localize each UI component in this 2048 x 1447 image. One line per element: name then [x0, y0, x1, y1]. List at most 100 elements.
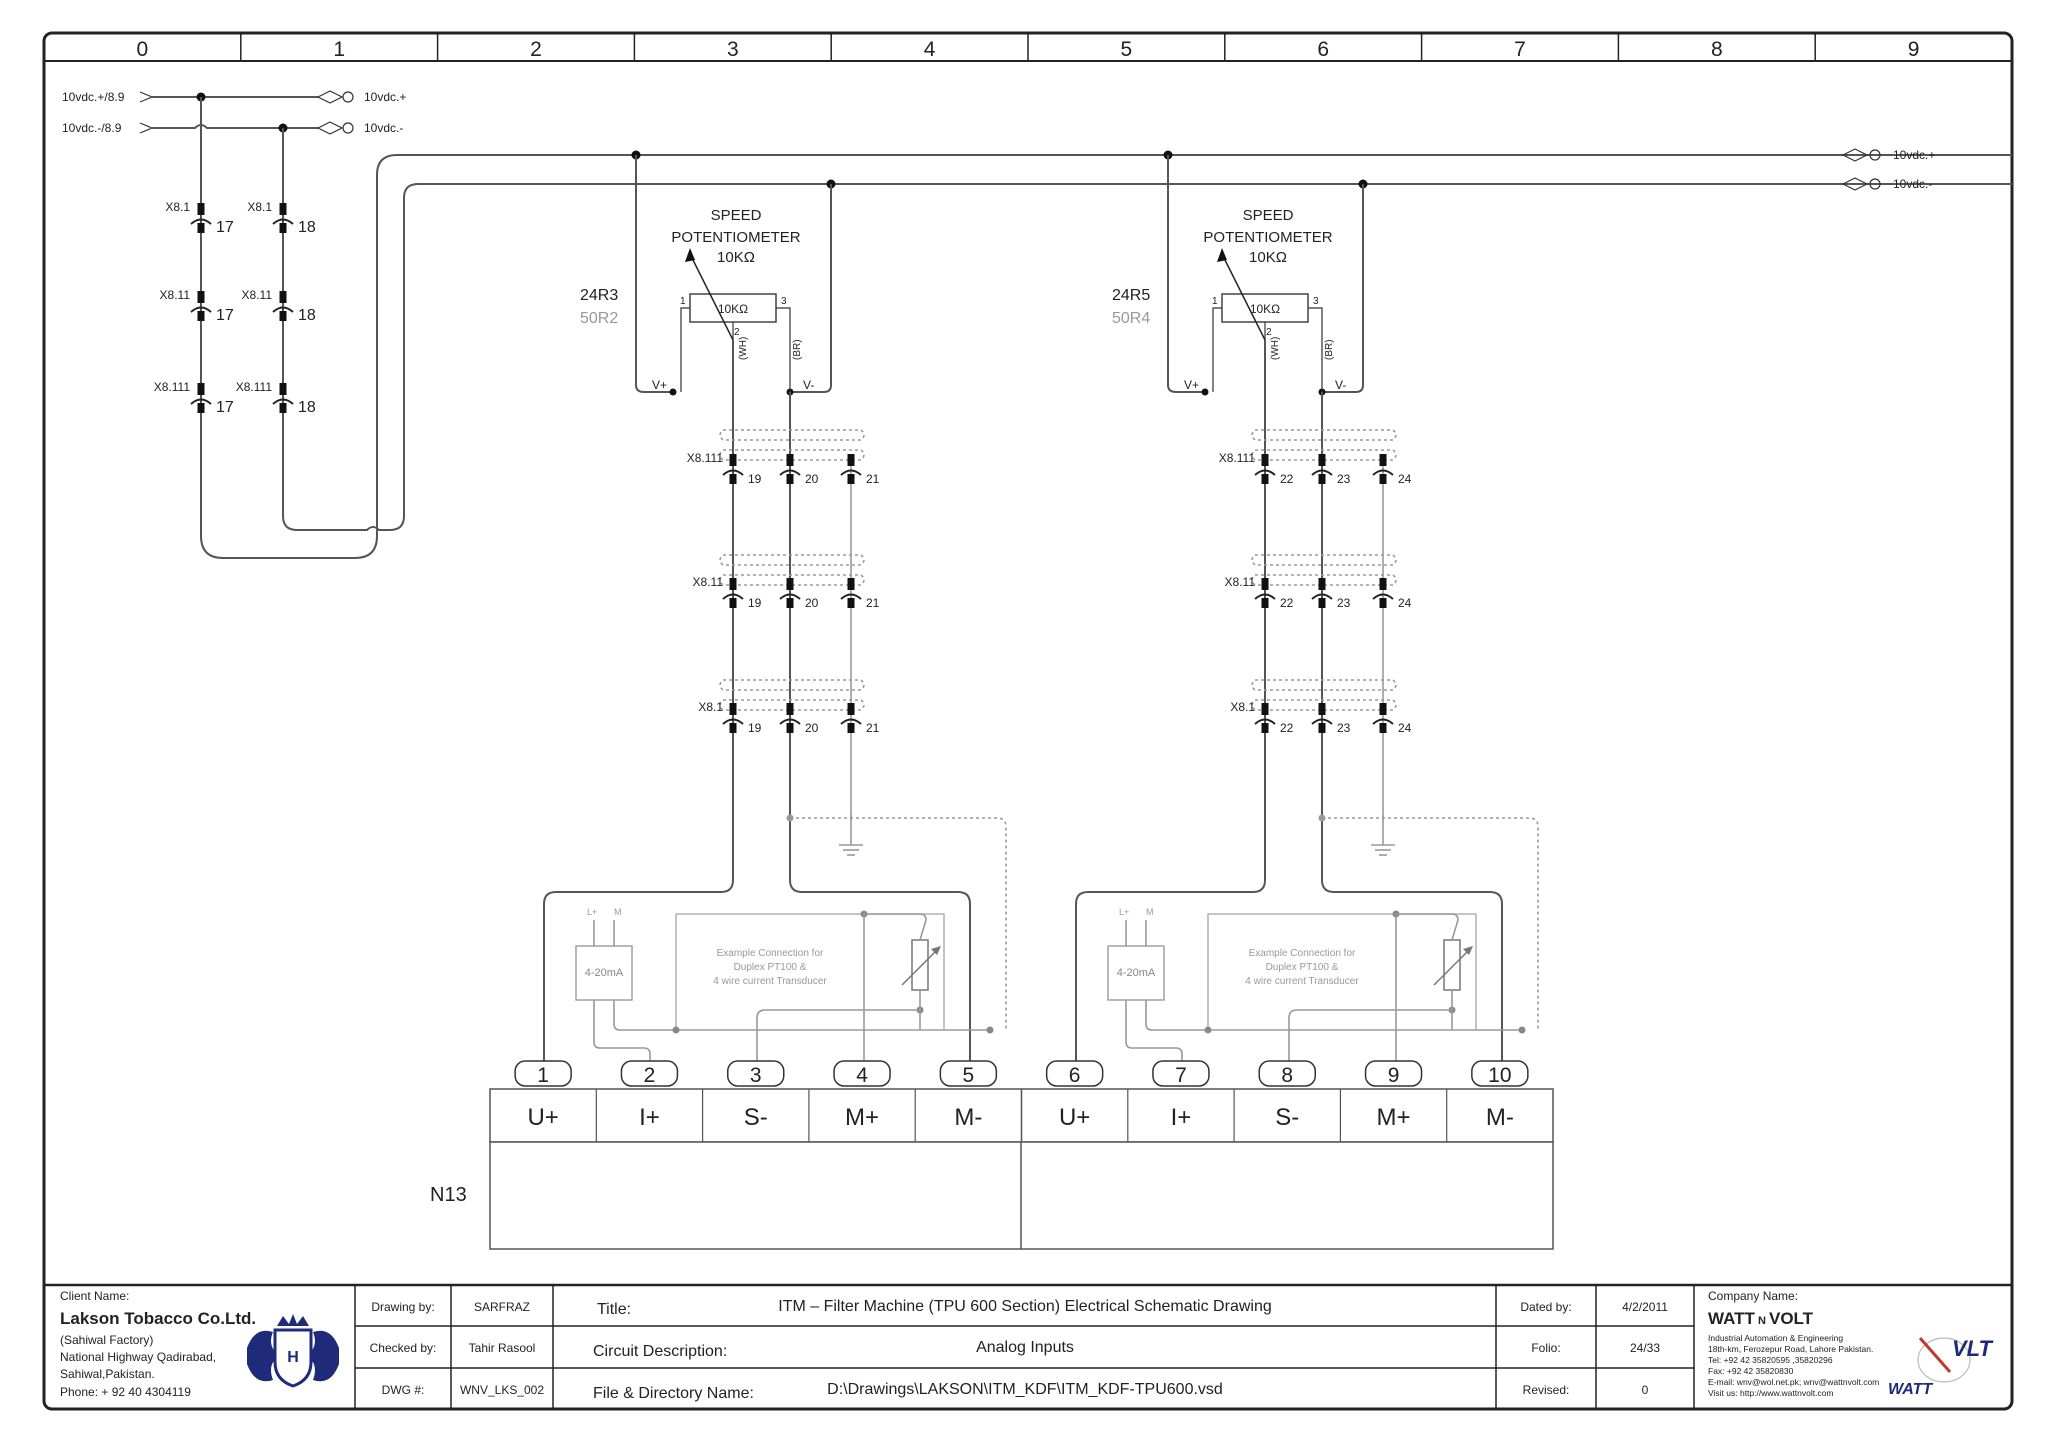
terminal-num: 24 — [1398, 596, 1412, 610]
terminal-num: 22 — [1280, 472, 1294, 486]
module-pin-label: M+ — [845, 1104, 879, 1131]
pot-pin-1: 1 — [680, 296, 686, 307]
module-pin-label: M- — [954, 1104, 982, 1131]
pot-box-label: 10KΩ — [718, 302, 748, 316]
module-pin-7: 7 — [1175, 1064, 1187, 1087]
pot-tag-ref: 50R4 — [1112, 310, 1150, 327]
supply-section: 10vdc.+/8.9 10vdc.-/8.9 10vdc.+ 10vdc.- — [62, 90, 2012, 559]
client-crest-logo: H — [247, 1314, 339, 1388]
transducer-lplus-label: L+ — [587, 907, 597, 917]
module-pin-label: S- — [1275, 1104, 1299, 1131]
folio-label: Folio: — [1531, 1341, 1560, 1355]
example-text-2: Duplex PT100 & — [1266, 962, 1339, 973]
module-pin-1: 1 — [537, 1064, 549, 1087]
dwg-label: DWG #: — [382, 1383, 425, 1397]
pot-tag-ref: 50R2 — [580, 310, 618, 327]
supply-terminal-strip-a: X8.111 — [154, 380, 191, 394]
drawing-by-value: SARFRAZ — [474, 1300, 530, 1314]
supply-out-plus-label: 10vdc.+ — [364, 90, 406, 104]
terminal-strip-label: X8.1 — [698, 700, 723, 714]
client-line-2: National Highway Qadirabad, — [60, 1350, 216, 1364]
module-pin-label: S- — [744, 1104, 768, 1131]
grid-column-0: 0 — [137, 38, 149, 61]
terminal-num: 20 — [805, 596, 819, 610]
terminal-num: 19 — [748, 596, 762, 610]
grid-column-7: 7 — [1514, 38, 1526, 61]
title-block: Client Name: Lakson Tobacco Co.Ltd. (Sah… — [44, 1283, 2012, 1409]
dated-value: 4/2/2011 — [1622, 1300, 1668, 1314]
module-pin-10: 10 — [1488, 1064, 1511, 1087]
crest-letter: H — [287, 1349, 299, 1366]
example-text-1: Example Connection for — [717, 948, 824, 959]
terminal-num: 23 — [1337, 472, 1351, 486]
company-logo: VLT WATT — [1888, 1336, 1993, 1398]
module-pin-9: 9 — [1388, 1064, 1400, 1087]
module-tag: N13 — [430, 1184, 467, 1206]
pot-pin-3: 3 — [781, 296, 787, 307]
file-path: D:\Drawings\LAKSON\ITM_KDF\ITM_KDF-TPU60… — [827, 1381, 1223, 1398]
vminus-label: V- — [1335, 378, 1346, 392]
example-text-3: 4 wire current Transducer — [1245, 976, 1359, 987]
module-pin-6: 6 — [1069, 1064, 1081, 1087]
grid-column-1: 1 — [333, 38, 345, 61]
example-text-2: Duplex PT100 & — [734, 962, 807, 973]
logo-vlt-text: VLT — [1952, 1336, 1993, 1361]
wire-br-label: (BR) — [1324, 339, 1335, 360]
revised-label: Revised: — [1523, 1383, 1570, 1397]
transducer-m-label: M — [614, 907, 622, 917]
company-line-4: Fax: +92 42 35820830 — [1708, 1366, 1794, 1376]
client-line-1: (Sahiwal Factory) — [60, 1333, 153, 1347]
client-label: Client Name: — [60, 1289, 129, 1303]
module-pin-8: 8 — [1281, 1064, 1293, 1087]
example-text-1: Example Connection for — [1249, 948, 1356, 959]
pot-title-2: POTENTIOMETER — [671, 229, 800, 246]
pot-tag: 24R5 — [1112, 287, 1150, 304]
pot-value: 10KΩ — [1249, 249, 1287, 266]
terminal-strip-label: X8.11 — [693, 575, 724, 589]
dated-label: Dated by: — [1520, 1300, 1571, 1314]
client-name: Lakson Tobacco Co.Ltd. — [60, 1309, 256, 1328]
grid-column-8: 8 — [1711, 38, 1723, 61]
supply-in-plus-label: 10vdc.+/8.9 — [62, 90, 125, 104]
grid-column-4: 4 — [924, 38, 936, 61]
terminal-num: 21 — [866, 596, 880, 610]
terminal-num: 23 — [1337, 721, 1351, 735]
pot-pin-2: 2 — [734, 327, 740, 338]
terminal-num: 21 — [866, 472, 880, 486]
bus-plus-label: 10vdc.+ — [1893, 148, 1935, 162]
pot-value: 10KΩ — [717, 249, 755, 266]
supply-out-minus-label: 10vdc.- — [364, 121, 403, 135]
grid-column-2: 2 — [530, 38, 542, 61]
supply-terminal-num-a: 17 — [216, 399, 234, 416]
company-label: Company Name: — [1708, 1289, 1798, 1303]
supply-in-minus-label: 10vdc.-/8.9 — [62, 121, 122, 135]
terminal-strip-label: X8.111 — [1219, 451, 1256, 465]
transducer-label: 4-20mA — [585, 967, 624, 979]
folio-value: 24/33 — [1630, 1341, 1660, 1355]
terminal-num: 19 — [748, 721, 762, 735]
company-line-3: Tel: +92 42 35820595 ,35820296 — [1708, 1355, 1833, 1365]
module-pin-5: 5 — [963, 1064, 975, 1087]
module-pin-label: I+ — [639, 1104, 660, 1131]
supply-terminal-strip-b: X8.111 — [236, 380, 273, 394]
terminal-strip-label: X8.111 — [687, 451, 724, 465]
bus-minus-label: 10vdc.- — [1893, 177, 1932, 191]
grid-column-3: 3 — [727, 38, 739, 61]
wire-wh-label: (WH) — [1270, 337, 1281, 360]
grid-column-5: 5 — [1121, 38, 1133, 61]
title-label: Title: — [597, 1301, 631, 1318]
vplus-label: V+ — [652, 378, 667, 392]
grid-column-9: 9 — [1908, 38, 1920, 61]
terminal-num: 24 — [1398, 721, 1412, 735]
transducer-lplus-label: L+ — [1119, 907, 1129, 917]
logo-watt-text: WATT — [1888, 1381, 1933, 1398]
transducer-label: 4-20mA — [1117, 967, 1156, 979]
terminal-num: 22 — [1280, 721, 1294, 735]
company-line-6: Visit us: http://www.wattnvolt.com — [1708, 1388, 1834, 1398]
drawing-by-label: Drawing by: — [371, 1300, 434, 1314]
terminal-num: 21 — [866, 721, 880, 735]
module-pin-label: M+ — [1377, 1104, 1411, 1131]
pot-pin-2: 2 — [1266, 327, 1272, 338]
